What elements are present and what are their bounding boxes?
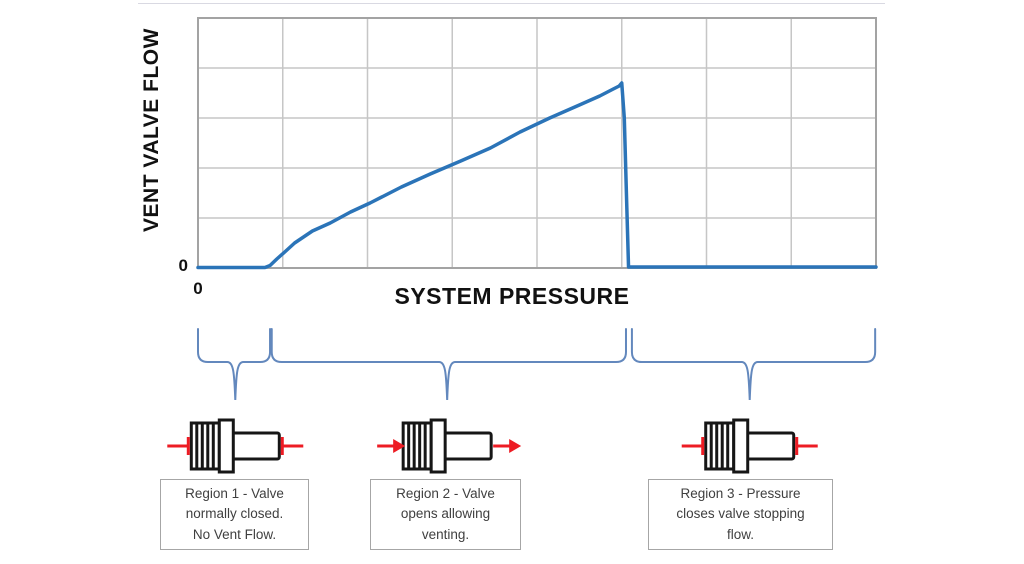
caption-line: Region 3 - Pressure: [680, 486, 801, 502]
plot-area-border: [197, 17, 877, 269]
chart-graphic: [167, 17, 878, 474]
region-2-caption-box: Region 2 - Valve opens allowing venting.: [370, 479, 521, 550]
region-3-caption-box: Region 3 - Pressure closes valve stoppin…: [648, 479, 833, 550]
caption-line: flow.: [726, 526, 754, 542]
caption-line: opens allowing: [400, 506, 491, 522]
valve-icon-region-1-stem: [228, 431, 281, 461]
valve-icon-region-3-stem: [743, 431, 796, 461]
caption-line: closes valve stopping: [676, 506, 805, 522]
region-1-brace: [197, 328, 272, 401]
caption-line: No Vent Flow.: [192, 526, 277, 542]
region-1-caption-box: Region 1 - Valve normally closed. No Ven…: [160, 479, 309, 550]
flow-arrow-left-head-icon: [393, 439, 406, 453]
flow-arrow-right-head-icon: [509, 439, 522, 453]
flow-curve: [196, 81, 878, 270]
valve-icon-region-2-stem: [440, 431, 493, 461]
region-2-brace: [270, 328, 627, 401]
x-axis-title: SYSTEM PRESSURE: [394, 283, 630, 309]
y-axis-zero-label: 0: [178, 256, 188, 275]
valve-icon-region-2-flange: [429, 418, 447, 474]
caption-line: normally closed.: [185, 506, 284, 522]
valve-icon-region-3-flange: [732, 418, 750, 474]
caption-line: Region 1 - Valve: [185, 486, 284, 502]
region-3-brace: [630, 328, 877, 401]
caption-line: venting.: [421, 526, 470, 542]
caption-line: Region 2 - Valve: [396, 486, 495, 502]
x-axis-zero-label: 0: [193, 279, 203, 298]
figure-top-border: [138, 3, 885, 4]
valve-icon-region-1-flange: [217, 418, 235, 474]
